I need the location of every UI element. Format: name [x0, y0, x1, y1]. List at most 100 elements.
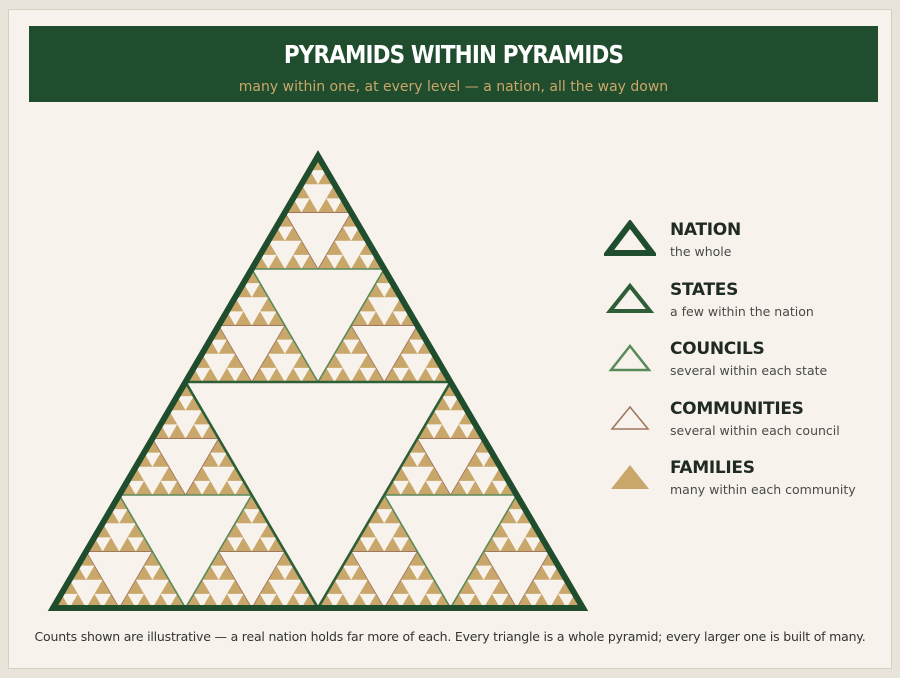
- family-triangle: [185, 466, 219, 495]
- family-gap: [425, 367, 443, 382]
- family-gap: [359, 537, 376, 552]
- family-gap: [226, 311, 244, 326]
- family-gap: [525, 593, 542, 608]
- family-gap: [210, 339, 227, 354]
- family-triangle: [384, 523, 418, 552]
- family-triangle: [168, 382, 203, 411]
- family-gap: [293, 198, 310, 213]
- family-gap: [276, 565, 294, 580]
- family-triangle: [400, 551, 434, 580]
- family-gap: [260, 311, 277, 326]
- family-triangle: [86, 579, 120, 608]
- family-gap: [177, 396, 194, 411]
- family-triangle: [417, 579, 451, 608]
- family-triangle: [268, 212, 302, 241]
- family-gap: [508, 509, 526, 524]
- family-gap: [210, 565, 227, 580]
- family-triangle: [500, 495, 534, 524]
- legend-item-families: FAMILIES many within each community: [600, 458, 890, 508]
- family-triangle: [483, 466, 517, 495]
- family-gap: [243, 283, 261, 298]
- family-triangle: [235, 269, 269, 298]
- family-triangle: [102, 495, 136, 524]
- family-gap: [160, 424, 178, 439]
- family-triangle: [135, 438, 169, 467]
- family-triangle: [483, 579, 517, 608]
- family-triangle: [516, 579, 550, 608]
- family-gap: [94, 593, 111, 608]
- family-gap: [475, 452, 492, 467]
- family-gap: [392, 593, 410, 608]
- family-triangle: [251, 523, 285, 552]
- family-gap: [293, 367, 310, 382]
- family-triangle: [334, 212, 368, 241]
- nation-outline: [47, 150, 589, 611]
- family-triangle: [433, 382, 468, 411]
- page-title: PYRAMIDS WITHIN PYRAMIDS: [283, 40, 624, 69]
- legend-title: STATES: [670, 280, 739, 300]
- family-gap: [160, 593, 178, 608]
- family-gap: [375, 283, 393, 298]
- legend-desc: several within each state: [670, 363, 828, 378]
- family-triangle: [400, 325, 434, 354]
- family-gap: [392, 480, 410, 495]
- family-gap: [326, 198, 343, 213]
- family-triangle: [384, 297, 418, 326]
- family-gap: [425, 480, 443, 495]
- title-banner: PYRAMIDS WITHIN PYRAMIDS many within one…: [29, 26, 878, 102]
- family-gap: [392, 367, 410, 382]
- family-triangle: [284, 579, 318, 608]
- family-gap: [144, 452, 161, 467]
- family-gap: [425, 593, 443, 608]
- family-triangle: [119, 466, 153, 495]
- family-gap: [475, 565, 492, 580]
- family-triangle: [119, 579, 153, 608]
- family-triangle: [467, 438, 501, 467]
- family-gap: [491, 537, 509, 552]
- family-gap: [375, 509, 393, 524]
- family-gap: [260, 254, 277, 269]
- family-gap: [77, 565, 95, 580]
- family-triangle: [351, 240, 385, 269]
- family-gap: [61, 593, 78, 608]
- legend-desc: many within each community: [670, 482, 856, 497]
- family-triangle: [516, 523, 550, 552]
- family-triangle: [450, 410, 484, 439]
- family-triangle: [218, 353, 252, 382]
- family-triangle: [268, 325, 302, 354]
- family-gap: [458, 480, 476, 495]
- family-triangle: [351, 297, 385, 326]
- family-triangle: [533, 551, 567, 580]
- family-triangle: [284, 353, 318, 382]
- family-triangle: [69, 551, 103, 580]
- family-gap: [491, 593, 509, 608]
- family-triangle: [417, 353, 451, 382]
- family-triangle: [251, 353, 285, 382]
- family-gap: [359, 311, 376, 326]
- legend-item-communities: COMMUNITIES several within each council: [600, 399, 890, 449]
- family-triangle: [53, 579, 87, 608]
- family-gap: [193, 424, 211, 439]
- family-triangle: [119, 523, 153, 552]
- family-triangle-icon: [611, 465, 649, 489]
- family-triangle: [202, 438, 236, 467]
- family-triangle: [251, 240, 285, 269]
- family-gap: [226, 537, 244, 552]
- family-triangle: [152, 466, 186, 495]
- family-triangle: [384, 466, 418, 495]
- family-triangle: [400, 438, 434, 467]
- family-gap: [226, 480, 244, 495]
- family-triangle: [351, 523, 385, 552]
- family-triangle: [268, 551, 302, 580]
- family-gap: [260, 367, 277, 382]
- family-gap: [309, 170, 327, 185]
- family-triangle: [334, 551, 368, 580]
- community-triangle-icon: [610, 405, 650, 430]
- family-triangle: [284, 240, 318, 269]
- family-gap: [226, 593, 244, 608]
- family-gap: [458, 424, 476, 439]
- family-triangle: [218, 466, 252, 495]
- family-gap: [425, 424, 443, 439]
- family-gap: [359, 593, 376, 608]
